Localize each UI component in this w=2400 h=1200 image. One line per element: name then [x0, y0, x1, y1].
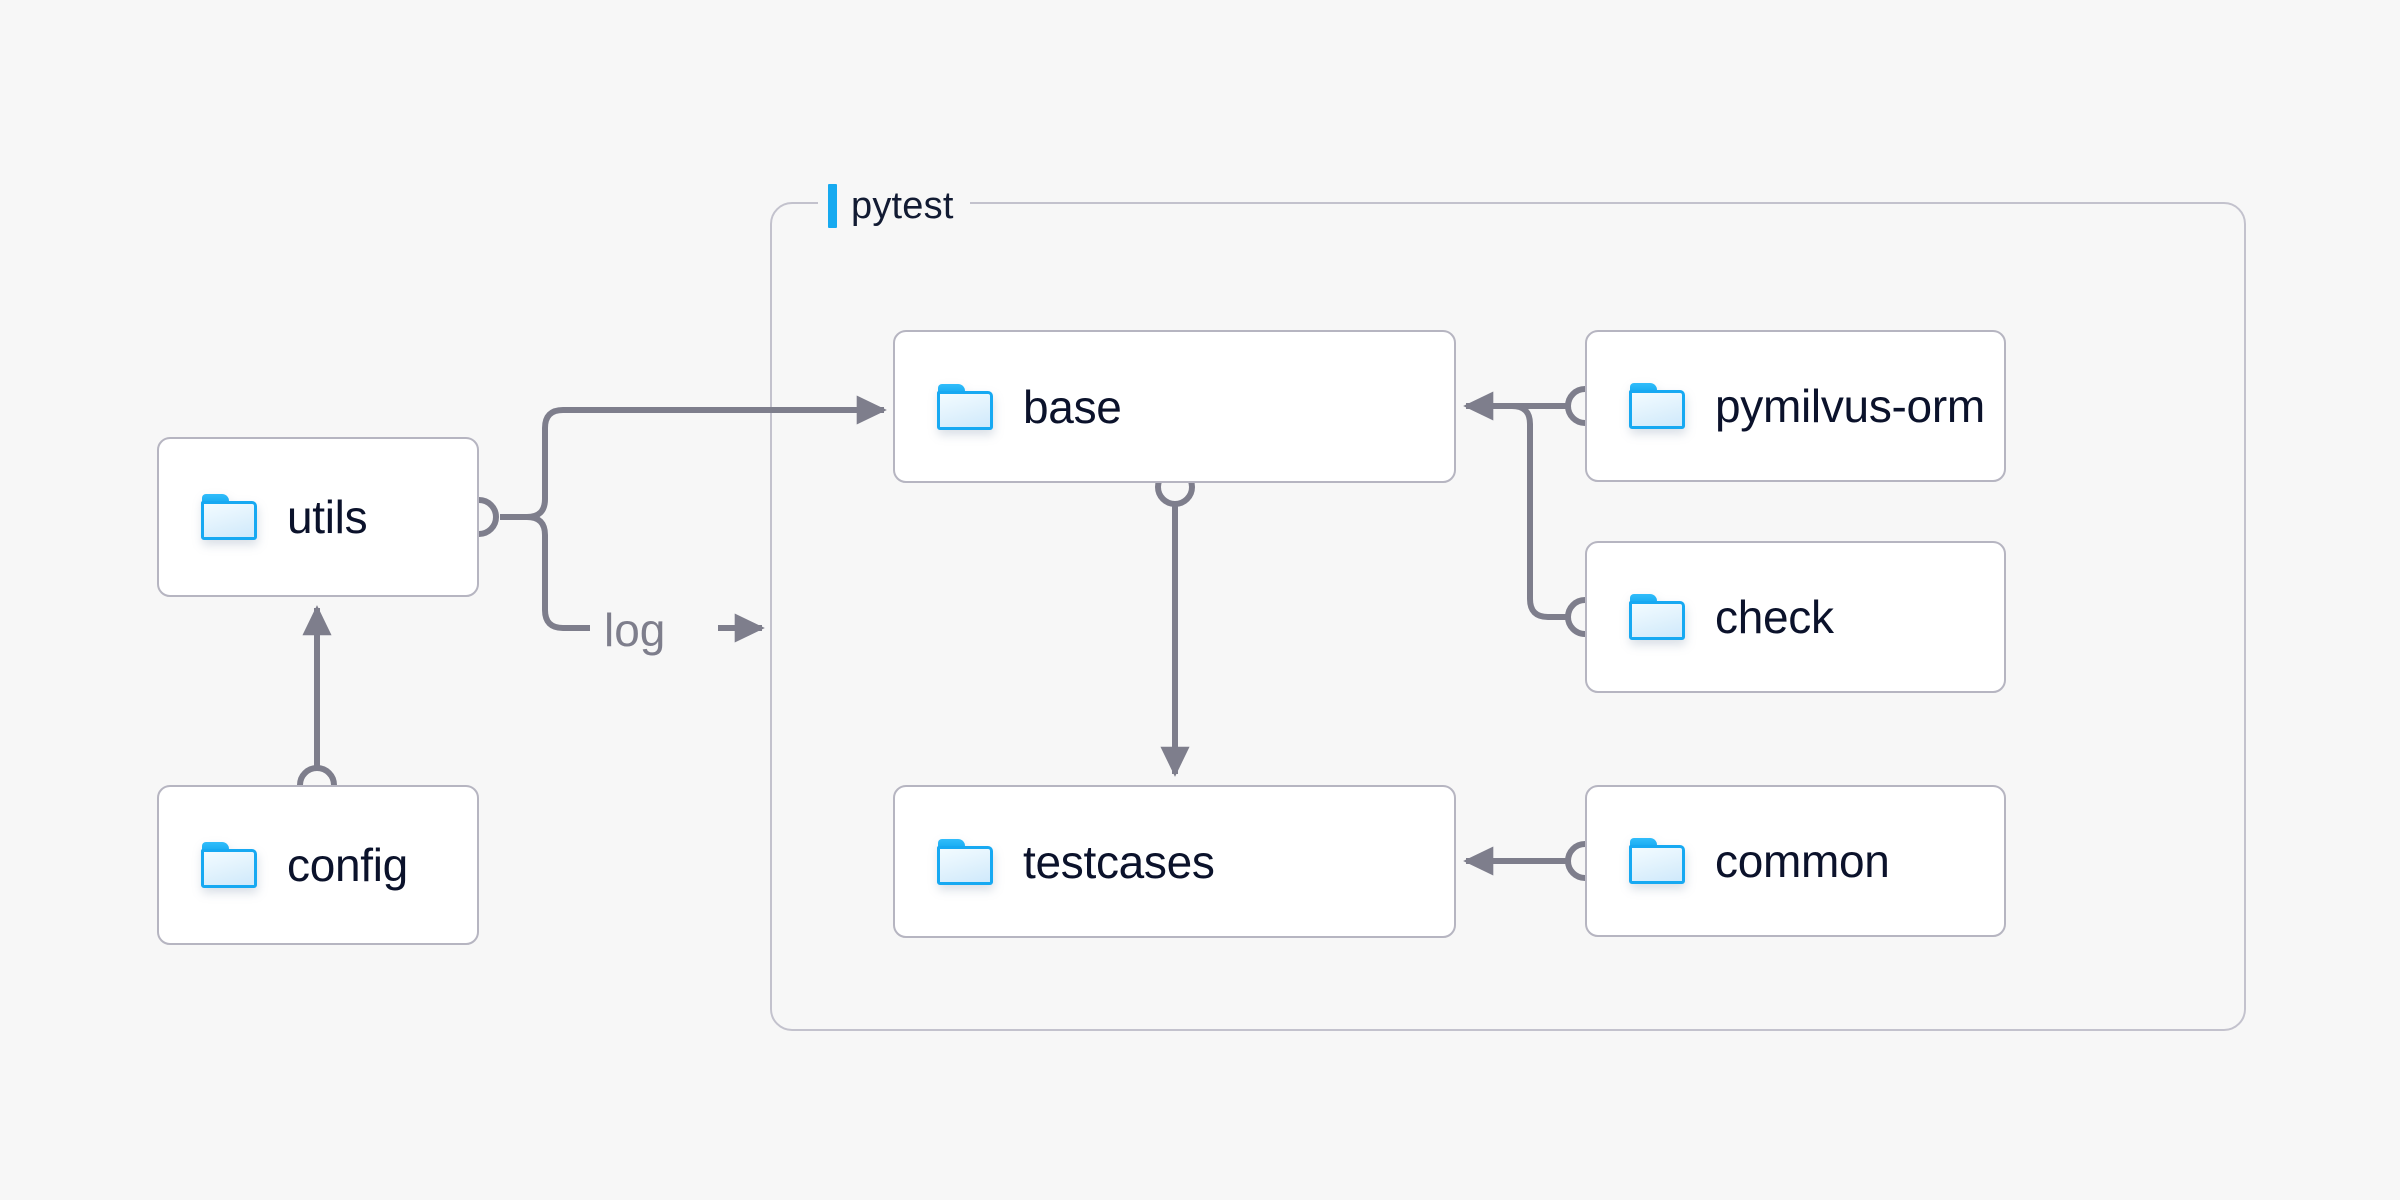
folder-icon: [201, 842, 257, 888]
node-label-testcases: testcases: [1023, 835, 1215, 888]
node-check[interactable]: check: [1585, 541, 2006, 693]
node-base[interactable]: base: [893, 330, 1456, 483]
folder-icon: [1629, 594, 1685, 640]
node-label-common: common: [1715, 835, 1890, 887]
node-label-check: check: [1715, 591, 1834, 643]
node-common[interactable]: common: [1585, 785, 2006, 937]
node-utils[interactable]: utils: [157, 437, 479, 597]
folder-icon: [201, 494, 257, 540]
edge-utils-log: [500, 514, 590, 631]
node-label-config: config: [287, 839, 408, 891]
folder-icon: [1629, 838, 1685, 884]
node-config[interactable]: config: [157, 785, 479, 945]
group-label-text: pytest: [851, 184, 954, 227]
accent-bar-icon: [828, 184, 837, 228]
node-label-pymilvus-orm: pymilvus-orm: [1715, 380, 1985, 432]
folder-icon: [1629, 383, 1685, 429]
edge-label-log: log: [604, 604, 665, 656]
node-label-base: base: [1023, 380, 1122, 433]
group-container-pytest: [770, 202, 2246, 1031]
group-label-pytest: pytest: [818, 183, 970, 229]
node-testcases[interactable]: testcases: [893, 785, 1456, 938]
folder-icon: [937, 383, 993, 430]
folder-icon: [937, 838, 993, 885]
node-pymilvus-orm[interactable]: pymilvus-orm: [1585, 330, 2006, 482]
node-label-utils: utils: [287, 491, 368, 543]
